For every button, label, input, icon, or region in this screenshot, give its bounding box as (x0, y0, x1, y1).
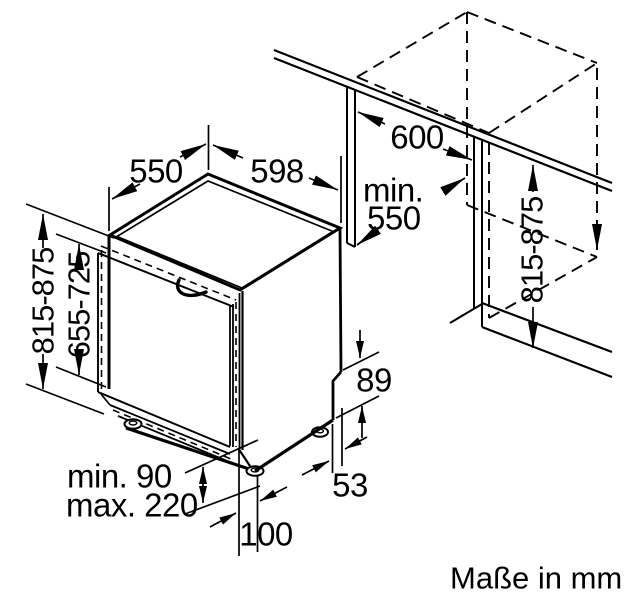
dishwasher-top-face (106, 172, 344, 292)
dim-label-top-depth: 550 (129, 152, 183, 190)
dim-top-depth-550 (108, 125, 210, 231)
dim-label-niche-height: 815-875 (514, 196, 550, 304)
niche-side-panels (346, 87, 483, 327)
dim-label-rear-offset: 53 (332, 466, 368, 504)
dim-label-plinth-max: max. 220 (66, 486, 198, 524)
dim-rear-offset-53 (301, 408, 368, 476)
dishwasher-door (97, 235, 244, 450)
dim-rear-step-89 (335, 330, 380, 438)
worktop (273, 48, 613, 193)
dishwasher-side-panel (254, 227, 343, 473)
dim-label-door-panel-height: 655-725 (61, 251, 97, 359)
niche-right-panel (449, 137, 483, 327)
dim-label-appliance-height: 815-875 (25, 247, 61, 355)
niche-volume-dashed-cube (356, 11, 602, 319)
dim-label-front-width: 598 (250, 152, 304, 190)
units-note: Maße in mm (450, 560, 623, 596)
dimensions (25, 111, 538, 556)
dim-label-niche-width: 600 (390, 118, 444, 156)
dim-label-plinth-min: min. 90 (67, 457, 172, 495)
dim-niche-width-600 (357, 111, 473, 161)
dim-foot-inset-100 (209, 450, 288, 556)
dim-label-niche-depth-prefix: min. (363, 171, 424, 209)
dim-front-width-598 (212, 144, 342, 223)
dishwasher-plinth (100, 393, 253, 472)
dim-label-niche-depth-value: 550 (367, 199, 421, 237)
dim-niche-depth-min-550 (356, 177, 466, 246)
dim-label-rear-step: 89 (356, 361, 392, 399)
floor-lines (481, 301, 613, 379)
niche-left-panel (346, 87, 356, 248)
dim-label-foot-inset: 100 (239, 515, 293, 553)
dim-door-panel-height-655-725 (55, 233, 107, 388)
dishwasher (97, 172, 344, 477)
door-handle-curve (175, 278, 208, 298)
adjustable-foot (123, 418, 143, 430)
dim-appliance-height-815-875 (25, 203, 115, 415)
dim-plinth-height-min90-max220 (184, 439, 261, 515)
